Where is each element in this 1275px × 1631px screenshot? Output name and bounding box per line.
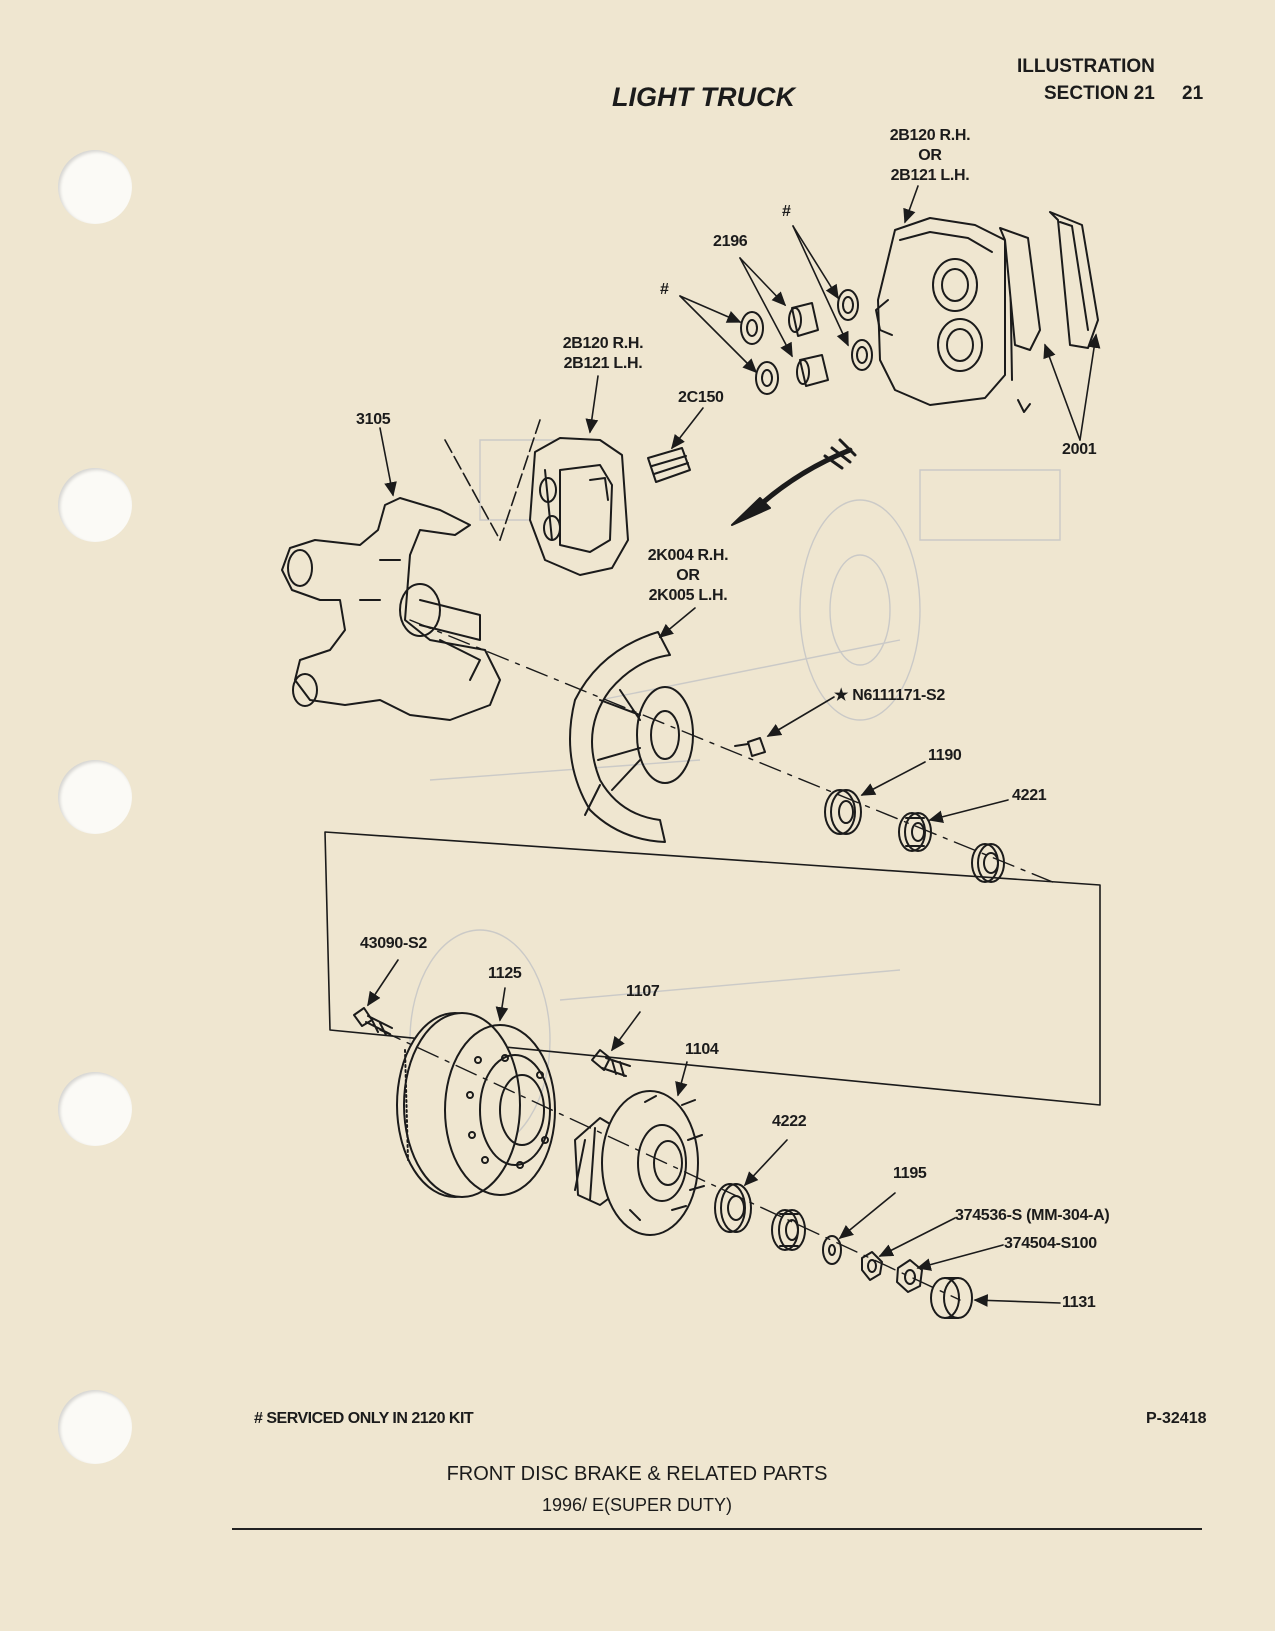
wheel-stud (591, 1049, 631, 1077)
binder-hole (58, 1072, 132, 1146)
label-grease-seal: 1190 (928, 747, 962, 764)
page-number: 21 (1182, 83, 1204, 104)
figure-subcaption: 1996/ E(SUPER DUTY) (541, 1495, 733, 1515)
shield-screw (734, 737, 766, 757)
washer (822, 1235, 842, 1265)
centerline-upper (409, 619, 1061, 886)
rotor-bolt (353, 1007, 393, 1036)
grease-cap (930, 1277, 973, 1319)
label-wheel-stud: 1107 (626, 983, 660, 1000)
wheel-hub (574, 1090, 705, 1236)
label-rotor: 1125 (488, 965, 522, 982)
label-brake-pads: 2001 (1062, 441, 1097, 458)
label-knuckle: 3105 (356, 411, 391, 428)
label-hub: 1104 (685, 1041, 719, 1058)
label-inner-bearing: 4221 (1012, 787, 1047, 804)
guide-pin (647, 447, 691, 483)
bushings-and-boots (740, 289, 873, 395)
lock-nut (896, 1259, 923, 1293)
binder-hole (58, 150, 132, 224)
label-rotor-bolt: 43090-S2 (360, 935, 427, 952)
figure-caption: FRONT DISC BRAKE & RELATED PARTS (446, 1463, 828, 1485)
binder-hole (58, 468, 132, 542)
label-lock-nut: 374504-S100 (1004, 1235, 1097, 1252)
caliper-assembly-mid (529, 437, 629, 576)
label-shield-screw: ★ N6111171-S2 (834, 687, 945, 704)
adjusting-nut (861, 1251, 883, 1281)
dust-shield (569, 631, 694, 843)
label-grease-cap: 1131 (1062, 1294, 1096, 1311)
caliper-assembly-top (875, 217, 1019, 406)
page-title: LIGHT TRUCK (612, 82, 795, 112)
brake-rotor (396, 1012, 556, 1198)
illustration-label: ILLUSTRATION (1017, 56, 1155, 77)
leader-lines (367, 185, 1101, 1307)
inner-bearing (898, 812, 932, 852)
bleeder-screw (1017, 399, 1031, 413)
section-label: SECTION 21 (1044, 83, 1155, 104)
label-outer-bearing-cup: 4222 (772, 1113, 807, 1130)
label-washer: 1195 (893, 1165, 927, 1182)
label-bushing: 2196 (713, 233, 748, 250)
bleed-through-drawing (409, 439, 1061, 1151)
bearing-cup (971, 843, 1005, 883)
brake-pads-top (999, 211, 1099, 351)
hub-group-outline (324, 831, 1101, 1106)
label-hash-top: # (782, 203, 791, 220)
steering-knuckle (281, 497, 501, 721)
centerline-lower (379, 1029, 961, 1301)
direction-arrow (731, 438, 857, 526)
outer-bearing (771, 1209, 806, 1251)
label-hash-left: # (660, 281, 669, 298)
grease-seal (824, 789, 862, 835)
illustration-code: P-32418 (1146, 1410, 1207, 1427)
label-adjusting-nut: 374536-S (MM-304-A) (955, 1207, 1110, 1224)
label-caliper-mid: 2B120 R.H.2B121 L.H. (562, 335, 644, 372)
footer-rule (232, 1528, 1202, 1530)
binder-hole (58, 760, 132, 834)
label-guide-pin: 2C150 (678, 389, 724, 406)
service-note: # SERVICED ONLY IN 2120 KIT (254, 1410, 474, 1427)
binder-hole (58, 1390, 132, 1464)
outer-bearing-cup (714, 1183, 752, 1233)
